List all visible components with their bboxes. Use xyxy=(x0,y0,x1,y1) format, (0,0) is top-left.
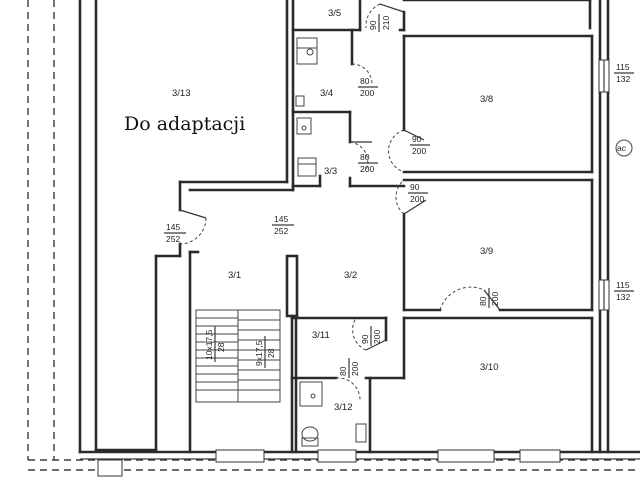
stair-dim-right: 9x17,5 28 xyxy=(254,336,276,368)
door-dim-3-4-height: 200 xyxy=(360,88,374,98)
door-dimensions: 90 210 80 200 80 200 90 200 90 200 145 2… xyxy=(164,14,500,378)
stair-dimensions: 10x17,5 28 9x17,5 28 xyxy=(204,326,276,368)
room-label-3-5: 3/5 xyxy=(328,8,341,19)
door-dim-3-2-height: 200 xyxy=(372,330,382,344)
door-dim-hall-mid-width: 145 xyxy=(274,214,288,224)
room-label-3-2: 3/2 xyxy=(344,270,357,281)
corner-mark: ac xyxy=(615,139,633,157)
window-dim-3-9-width: 115 xyxy=(616,280,630,290)
door-dim-3-5-height: 210 xyxy=(381,16,391,30)
annotation-do-adaptacji: Do adaptacji xyxy=(124,113,245,135)
door-dim-3-10: 80 200 xyxy=(478,288,500,308)
door-dim-hall-mid: 145 252 xyxy=(272,214,294,236)
door-dim-3-5-width: 90 xyxy=(368,20,378,30)
room-label-3-13: 3/13 xyxy=(172,88,191,99)
stair-dim-right-depth: 28 xyxy=(266,348,276,358)
room-label-3-12: 3/12 xyxy=(334,402,353,413)
window-dim-3-9: 115 132 xyxy=(614,280,634,302)
door-dim-3-4-width: 80 xyxy=(360,76,370,86)
door-dim-3-9: 90 200 xyxy=(408,182,428,204)
stair-dim-right-steps: 9x17,5 xyxy=(254,340,264,366)
door-dim-hall-left: 145 252 xyxy=(164,222,186,244)
room-label-3-9: 3/9 xyxy=(480,246,493,257)
room-label-3-11: 3/11 xyxy=(312,330,330,341)
outer-dashed-boundary xyxy=(27,0,640,471)
room-label-3-8: 3/8 xyxy=(480,94,493,105)
window-dim-3-9-height: 132 xyxy=(616,292,630,302)
door-dim-3-12: 80 200 xyxy=(338,358,360,378)
room-label-3-10: 3/10 xyxy=(480,362,499,373)
door-dim-3-12-height: 200 xyxy=(350,362,360,376)
bathroom-fixtures xyxy=(295,37,367,447)
room-label-3-3: 3/3 xyxy=(324,166,337,177)
door-dim-3-3-height: 200 xyxy=(360,164,374,174)
windows xyxy=(97,59,610,477)
door-dim-3-8-height: 200 xyxy=(412,146,426,156)
door-dim-3-8-width: 90 xyxy=(412,134,422,144)
window-dim-3-8-height: 132 xyxy=(616,74,630,84)
window-dimensions: 115 132 115 132 xyxy=(614,62,634,302)
stair-dim-left-steps: 10x17,5 xyxy=(204,329,214,360)
door-dim-hall-left-height: 252 xyxy=(166,234,180,244)
door-dim-3-2: 90 200 xyxy=(360,326,382,346)
door-dim-3-12-width: 80 xyxy=(338,366,348,376)
staircase xyxy=(195,309,281,403)
door-dim-3-4: 80 200 xyxy=(358,76,378,98)
room-labels: 3/5 3/4 3/3 3/13 3/8 3/9 3/10 3/1 3/2 3/… xyxy=(172,8,499,413)
door-dim-3-9-height: 200 xyxy=(410,194,424,204)
corner-mark-label: ac xyxy=(617,143,627,153)
door-swings xyxy=(179,3,501,401)
door-dim-3-3-width: 80 xyxy=(360,152,370,162)
door-dim-hall-mid-height: 252 xyxy=(274,226,288,236)
door-dim-3-10-width: 80 xyxy=(478,296,488,306)
stair-dim-left-depth: 28 xyxy=(216,342,226,352)
window-dim-3-8: 115 132 xyxy=(614,62,634,84)
door-dim-3-8: 90 200 xyxy=(410,134,430,156)
walls xyxy=(78,0,640,460)
door-dim-3-10-height: 200 xyxy=(490,292,500,306)
door-dim-3-3: 80 200 xyxy=(358,152,378,174)
door-dim-hall-left-width: 145 xyxy=(166,222,180,232)
window-dim-3-8-width: 115 xyxy=(616,62,630,72)
stair-dim-left: 10x17,5 28 xyxy=(204,326,226,362)
door-dim-3-5: 90 210 xyxy=(368,14,391,32)
door-dim-3-2-width: 90 xyxy=(360,334,370,344)
room-label-3-1: 3/1 xyxy=(228,270,241,281)
door-dim-3-9-width: 90 xyxy=(410,182,420,192)
room-label-3-4: 3/4 xyxy=(320,88,333,99)
